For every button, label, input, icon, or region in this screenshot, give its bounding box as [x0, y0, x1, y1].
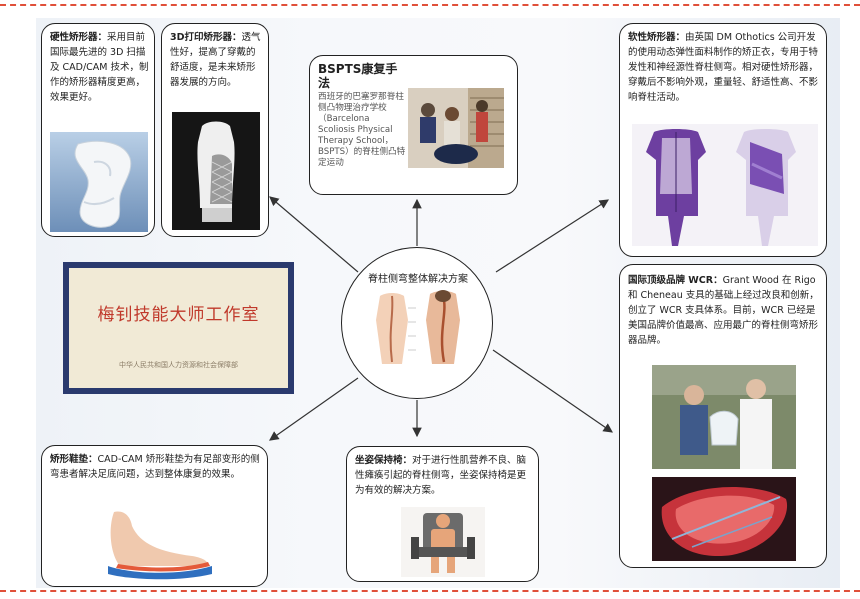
- spine-anatomy-image: [372, 290, 464, 368]
- 3d-brace-title: 3D打印矫形器：: [170, 32, 242, 43]
- plaque-subtext: 中华人民共和国人力资源和社会保障部: [119, 361, 238, 369]
- bspts-body: 西班牙的巴塞罗那脊柱侧凸物理治疗学校（Barcelona Scoliosis P…: [318, 92, 406, 168]
- plaque-heading: 梅钊技能大师工作室: [97, 305, 260, 325]
- bspts-title: BSPTS康复手法: [318, 62, 398, 90]
- bspts-therapy-photo: [408, 88, 504, 168]
- card-hard-brace: 硬性矫形器：采用目前国际最先进的 3D 扫描及 CAD/CAM 技术，制作的矫形…: [41, 23, 155, 237]
- soft-brace-body: 由英国 DM Othotics 公司开发的使用动态弹性面料制作的矫正衣，专用于特…: [628, 32, 819, 103]
- hard-brace-title: 硬性矫形器：: [50, 32, 108, 43]
- card-bspts: BSPTS康复手法 西班牙的巴塞罗那脊柱侧凸物理治疗学校（Barcelona S…: [309, 55, 518, 195]
- master-studio-plaque: 梅钊技能大师工作室 中华人民共和国人力资源和社会保障部: [63, 262, 294, 394]
- center-solution-node: 脊柱侧弯整体解决方案: [341, 247, 493, 399]
- insole-title: 矫形鞋垫：: [50, 454, 98, 465]
- 3d-brace-body: 透气性好，提高了穿戴的舒适度，是未来矫形器发展的方向。: [170, 32, 261, 88]
- hard-brace-body: 采用目前国际最先进的 3D 扫描及 CAD/CAM 技术，制作的矫形器精度更高，…: [50, 32, 149, 103]
- hard-brace-image: [50, 132, 148, 232]
- wcr-body: Grant Wood 在 Rigo 和 Cheneau 支具的基础上经过改良和创…: [628, 275, 819, 346]
- soft-brace-title: 软性矫形器：: [628, 32, 686, 43]
- soft-brace-image: [632, 124, 818, 246]
- seating-body: 对于进行性肌营养不良、脑性瘫痪引起的脊柱侧弯，坐姿保持椅是更为有效的解决方案。: [355, 455, 527, 496]
- wcr-fitting-photo: [652, 365, 796, 469]
- seating-chair-image: [401, 507, 485, 577]
- center-title: 脊柱侧弯整体解决方案: [368, 274, 468, 285]
- top-dashed-border: [0, 4, 860, 6]
- card-soft-brace: 软性矫形器：由英国 DM Othotics 公司开发的使用动态弹性面料制作的矫正…: [619, 23, 827, 257]
- 3d-brace-image: [172, 112, 260, 230]
- bottom-dashed-border: [0, 590, 860, 592]
- card-orthotic-insole: 矫形鞋垫：CAD-CAM 矫形鞋垫为有足部变形的侧弯患者解决足底问题，达到整体康…: [41, 445, 268, 587]
- card-3d-printed-brace: 3D打印矫形器：透气性好，提高了穿戴的舒适度，是未来矫形器发展的方向。: [161, 23, 269, 237]
- wcr-brace-render: [652, 477, 796, 561]
- wcr-title: 国际顶级品牌 WCR：: [628, 275, 723, 286]
- insole-foot-image: [100, 504, 220, 582]
- seating-title: 坐姿保持椅：: [355, 455, 413, 466]
- insole-body: CAD-CAM 矫形鞋垫为有足部变形的侧弯患者解决足底问题，达到整体康复的效果。: [50, 454, 260, 480]
- card-seating-chair: 坐姿保持椅：对于进行性肌营养不良、脑性瘫痪引起的脊柱侧弯，坐姿保持椅是更为有效的…: [346, 446, 539, 582]
- card-wcr-brand: 国际顶级品牌 WCR：Grant Wood 在 Rigo 和 Cheneau 支…: [619, 264, 827, 568]
